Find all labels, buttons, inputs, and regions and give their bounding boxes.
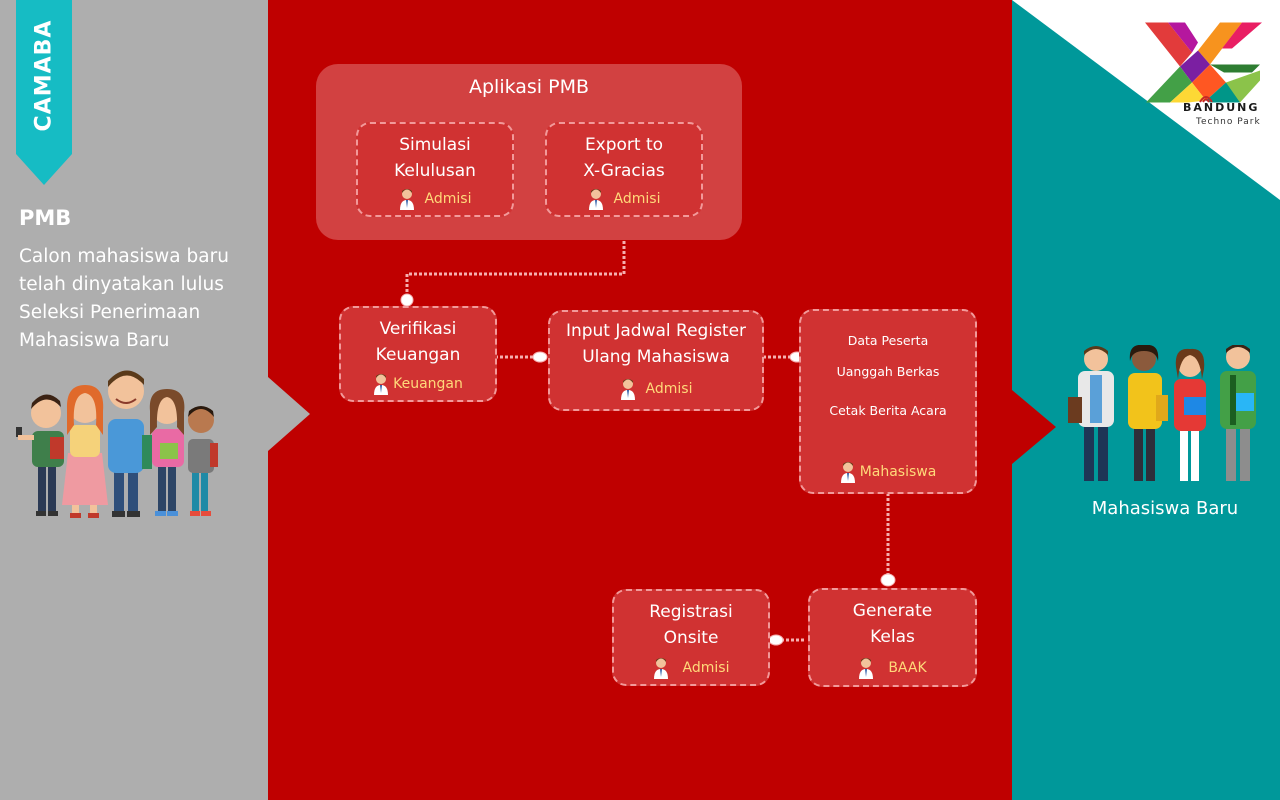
new-students-illustration <box>1068 345 1256 481</box>
node-title-line: Onsite <box>663 628 719 648</box>
person-icon <box>399 189 414 210</box>
role-label: Admisi <box>682 660 730 676</box>
description-line: Calon mahasiswa baru <box>19 246 229 267</box>
node-title-line: Registrasi <box>649 602 733 622</box>
left-chevron <box>268 377 310 451</box>
mahasiswa-baru-caption: Mahasiswa Baru <box>1091 498 1239 519</box>
node-item: Data Peserta <box>847 333 929 348</box>
node-title-line: Kelulusan <box>394 161 476 181</box>
description-line: Seleksi Penerimaan <box>19 302 201 323</box>
camaba-ribbon <box>16 0 72 185</box>
person-icon <box>653 658 668 679</box>
node-item: Uanggah Berkas <box>836 364 940 379</box>
node-title-line: Export to <box>584 135 664 155</box>
description-line: Mahasiswa Baru <box>19 330 170 351</box>
pmb-title: PMB <box>19 206 72 230</box>
role-label: Admisi <box>424 191 472 207</box>
person-icon <box>620 379 635 400</box>
logo-line-technopark: Techno Park <box>1196 117 1261 127</box>
node-item: Cetak Berita Acara <box>829 403 947 418</box>
description-line: telah dinyatakan lulus <box>19 274 224 295</box>
aplikasi-pmb-title: Aplikasi PMB <box>468 76 590 98</box>
node-title-line: Kelas <box>870 627 915 647</box>
role-label: BAAK <box>888 660 927 676</box>
node-title-line: X-Gracias <box>583 161 665 181</box>
node-generate-kelas: Generate Kelas BAAK <box>808 588 977 687</box>
node-title-line: Generate <box>852 601 933 621</box>
connector-dot <box>880 573 896 587</box>
node-data-peserta: Data Peserta Uanggah Berkas Cetak Berita… <box>799 309 977 494</box>
node-title-line: Ulang Mahasiswa <box>582 347 730 367</box>
node-simulasi-kelulusan: Simulasi Kelulusan Admisi <box>356 122 514 217</box>
connector-dot <box>400 293 414 307</box>
right-chevron <box>1012 390 1056 464</box>
role-label: Admisi <box>645 381 693 397</box>
node-title-line: Keuangan <box>375 345 461 365</box>
students-illustration <box>16 370 218 518</box>
xg-logo <box>1145 22 1262 103</box>
signal-icon <box>1199 96 1213 103</box>
role-label: Admisi <box>613 191 661 207</box>
logo-line-bandung: BANDUNG <box>1183 101 1260 114</box>
connector-dot <box>768 634 784 646</box>
node-title-line: Verifikasi <box>379 319 457 339</box>
person-icon <box>840 462 855 483</box>
node-export-xgracias: Export to X-Gracias Admisi <box>545 122 703 217</box>
role-label: Keuangan <box>393 376 463 392</box>
node-title-line: Input Jadwal Register <box>565 321 747 341</box>
person-icon <box>374 374 389 395</box>
pmb-description: Calon mahasiswa baru telah dinyatakan lu… <box>19 243 259 355</box>
node-title-line: Simulasi <box>399 135 471 155</box>
node-input-jadwal: Input Jadwal Register Ulang Mahasiswa Ad… <box>548 310 764 411</box>
role-label: Mahasiswa <box>859 464 937 480</box>
node-verifikasi-keuangan: Verifikasi Keuangan Keuangan <box>339 306 497 402</box>
person-icon <box>588 189 603 210</box>
connector-dot <box>532 351 548 363</box>
node-registrasi-onsite: Registrasi Onsite Admisi <box>612 589 770 686</box>
person-icon <box>859 658 874 679</box>
